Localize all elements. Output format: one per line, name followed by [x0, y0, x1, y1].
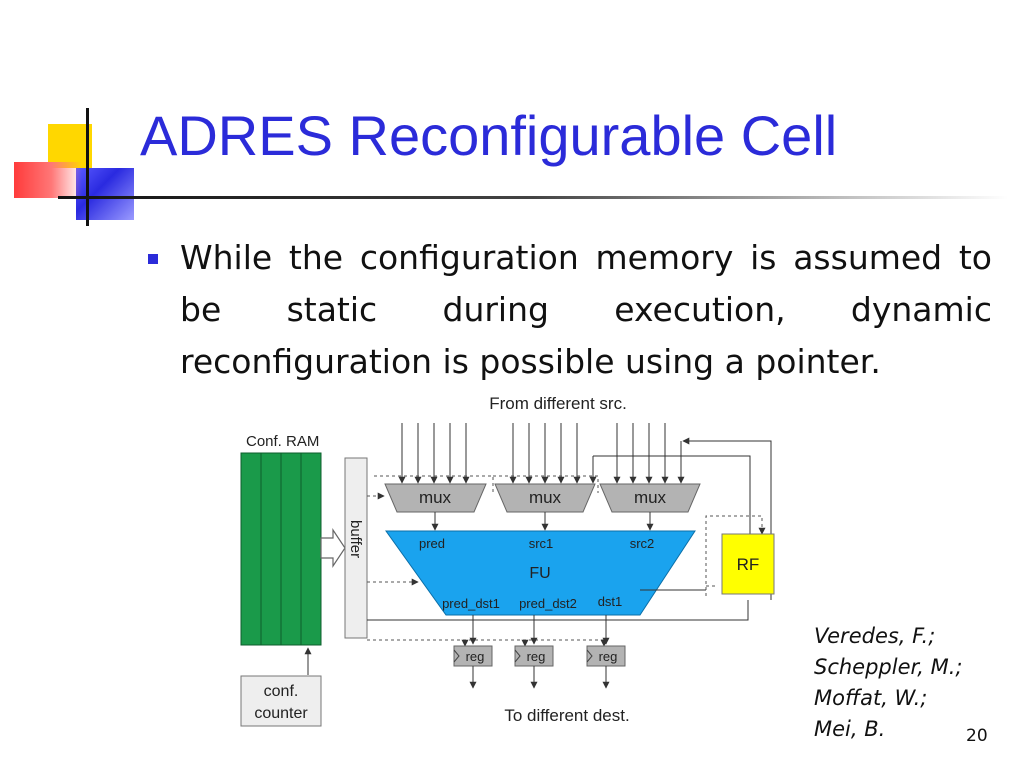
title-underline	[58, 196, 1008, 199]
mux-to-fu-arrows	[431, 512, 654, 531]
ram-to-buffer-arrow	[320, 528, 346, 568]
reg-1-label: reg	[466, 649, 485, 664]
fu-label: FU	[529, 565, 550, 582]
reg-3-label: reg	[599, 649, 618, 664]
conf-ram	[240, 452, 322, 646]
decorative-vertical-line	[86, 108, 89, 226]
register-file: RF	[721, 533, 775, 595]
mux-3: mux	[599, 483, 701, 513]
mux-3-label: mux	[634, 488, 667, 507]
bullet-marker	[148, 254, 158, 264]
counter-label-line2: counter	[254, 705, 308, 722]
slide-title: ADRES Reconfigurable Cell	[140, 104, 838, 167]
decorative-yellow-square	[48, 124, 92, 168]
reg-1: reg	[453, 645, 493, 667]
fu-output-pred-dst1: pred_dst1	[442, 596, 500, 611]
bullet-text: While the configuration memory is assume…	[180, 238, 992, 381]
reg-output-arrows	[469, 666, 610, 689]
decorative-red-bar	[14, 162, 82, 198]
buffer	[344, 457, 368, 639]
fu-input-src1: src1	[529, 536, 554, 551]
citation-line-3: Moffat, W.;	[814, 686, 928, 710]
conf-ram-label: Conf. RAM	[246, 433, 319, 450]
top-label: From different src.	[489, 394, 627, 413]
rf-label: RF	[737, 555, 760, 574]
mux-2: mux	[494, 483, 596, 513]
bottom-label: To different dest.	[504, 706, 629, 725]
fu-to-reg-arrows	[469, 589, 706, 645]
fu-input-src2: src2	[630, 536, 655, 551]
citation-line-4: Mei, B.	[814, 717, 886, 741]
functional-unit: pred src1 src2 FU pred_dst1 pred_dst2 ds…	[385, 530, 696, 616]
reg-2: reg	[514, 645, 554, 667]
decorative-blue-square	[76, 168, 134, 220]
fu-output-pred-dst2: pred_dst2	[519, 596, 577, 611]
citation-line-2: Scheppler, M.;	[814, 655, 963, 679]
mux-2-label: mux	[529, 488, 562, 507]
citation-line-1: Veredes, F.;	[814, 624, 936, 648]
fu-output-dst1: dst1	[598, 594, 623, 609]
mux-input-arrows	[398, 423, 685, 484]
buffer-label: buffer	[347, 520, 364, 558]
reg-2-label: reg	[527, 649, 546, 664]
mux-1: mux	[384, 483, 487, 513]
mux-1-label: mux	[419, 488, 452, 507]
counter-label-line1: conf.	[264, 683, 299, 700]
page-number: 20	[966, 726, 988, 746]
fu-input-pred: pred	[419, 536, 445, 551]
reg-3: reg	[586, 645, 626, 667]
conf-counter: conf. counter	[240, 675, 322, 727]
